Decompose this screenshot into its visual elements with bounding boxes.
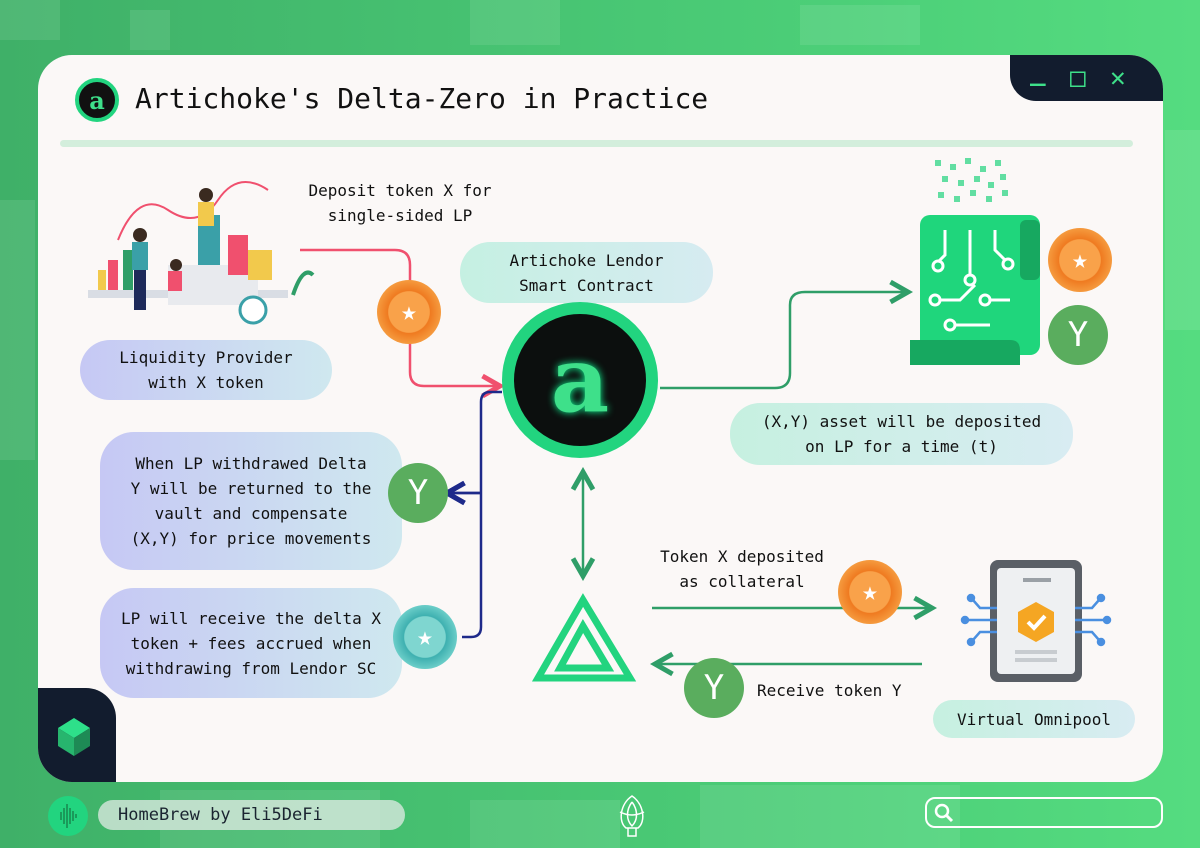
audio-wave-icon [48,796,88,836]
artichoke-lendor-logo-icon: a [502,302,658,458]
delta-x-coin-icon: ★ [393,605,457,669]
minimize-button[interactable]: _ [1030,57,1046,87]
to-lp-arrow [660,292,908,390]
token-y-icon: Y [388,463,448,523]
return-arrows [447,390,502,639]
artichoke-logo-icon: a [75,78,119,122]
omnipool-triangle-logo-icon [531,593,637,682]
token-x-coin-icon: ★ [838,560,902,624]
close-button[interactable]: ✕ [1110,63,1126,93]
liquidity-pool-document-icon [910,158,1040,365]
search-icon [934,803,954,823]
maximize-button[interactable]: □ [1070,63,1086,93]
virtual-omnipool-label: Virtual Omnipool [933,700,1135,738]
side-block [38,688,116,782]
footer-brand: HomeBrew by Eli5DeFi [98,800,405,830]
cube-icon [58,718,90,756]
divider [60,140,1133,147]
receive-y-label: Receive token Y [757,681,902,700]
liquidity-provider-illustration [88,181,315,325]
virtual-omnipool-icon [960,560,1112,682]
token-x-coin-icon: ★ [377,280,441,344]
token-x-coin-icon: ★ [1048,228,1112,292]
token-y-icon: Y [684,658,744,718]
token-y-icon: Y [1048,305,1108,365]
artichoke-icon [619,795,645,837]
page-title: Artichoke's Delta-Zero in Practice [135,82,709,115]
search-input[interactable] [925,797,1163,828]
window-controls: _ □ ✕ [1010,55,1163,101]
